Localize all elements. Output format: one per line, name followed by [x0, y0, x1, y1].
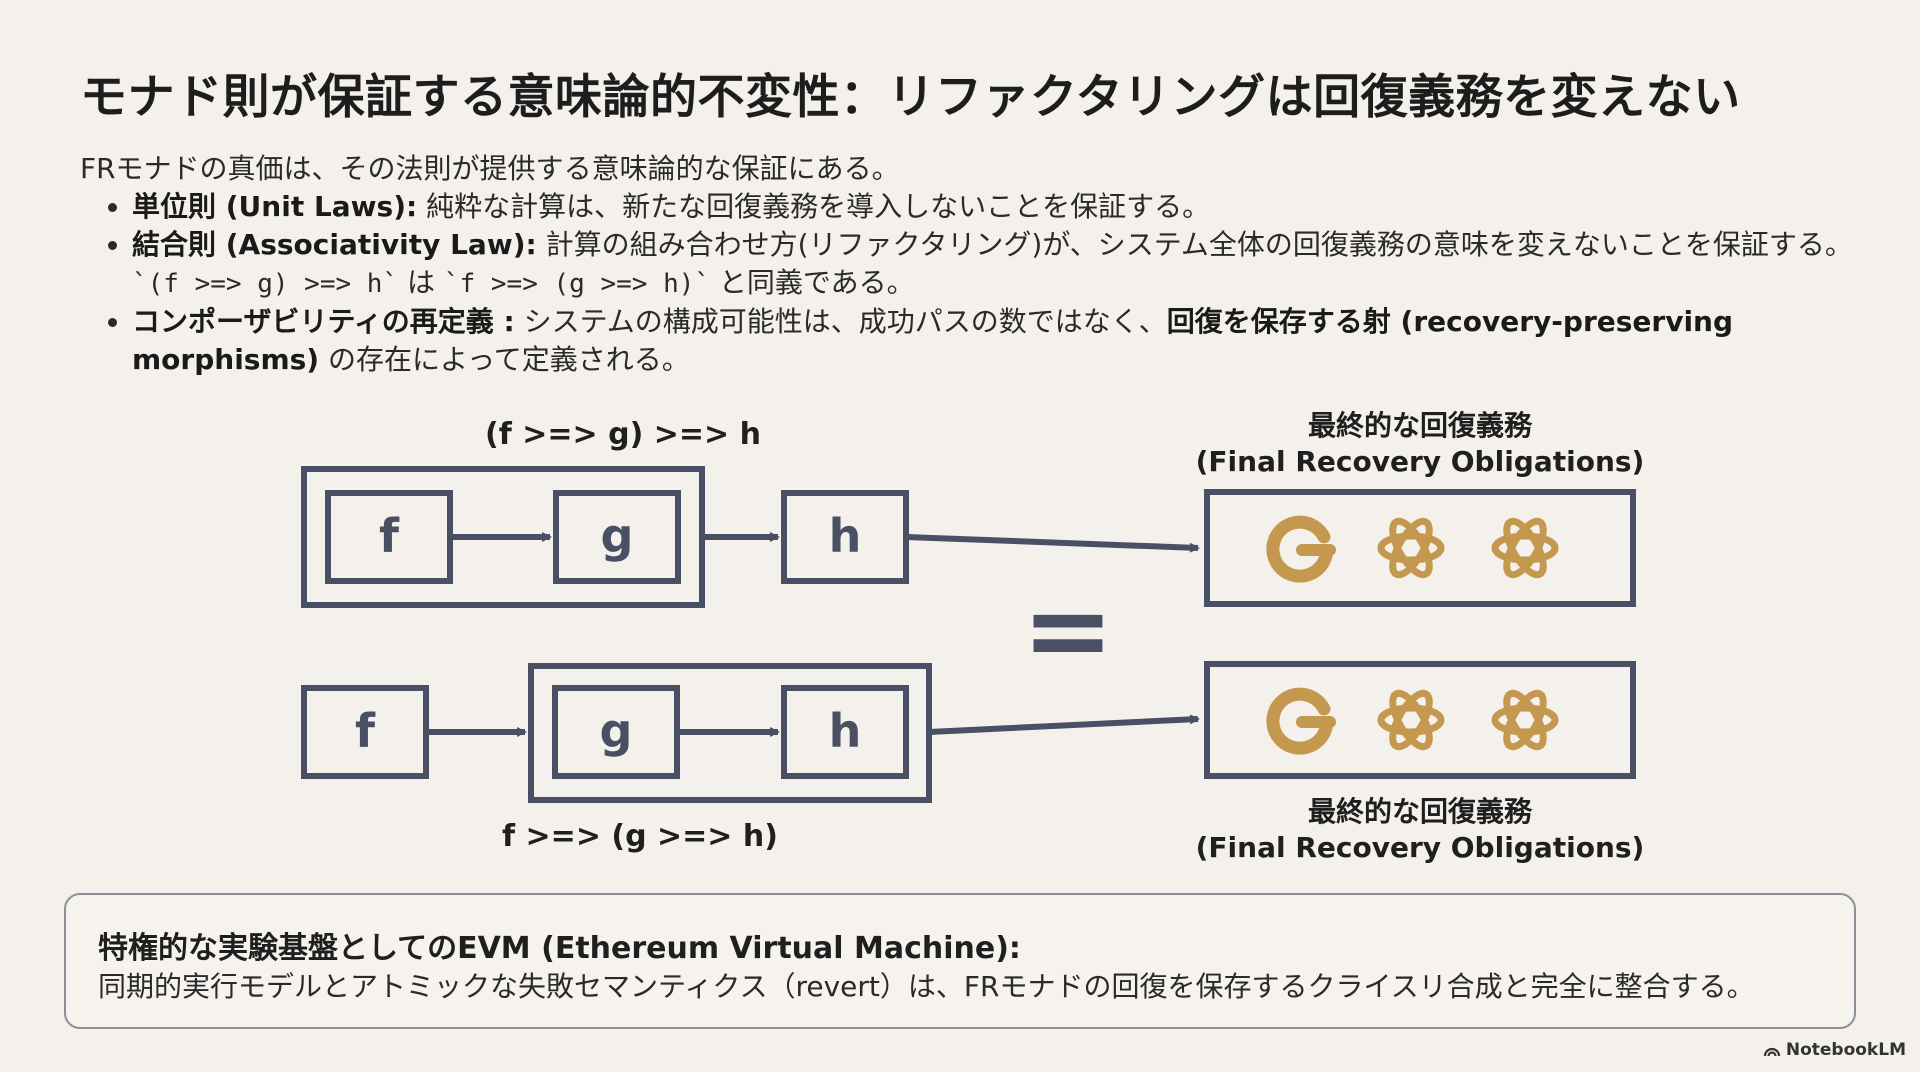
- evm-callout-box: 特権的な実験基盤としてのEVM (Ethereum Virtual Machin…: [64, 893, 1856, 1029]
- top-node-h-label: h: [829, 509, 862, 563]
- text-associativity-mid: は: [398, 266, 444, 299]
- bottom-result-box: [1204, 661, 1636, 779]
- intro-lead: FRモナドの真価は、その法則が提供する意味論的な保証にある。: [80, 152, 900, 185]
- text-unit-laws: 純粋な計算は、新たな回復義務を導入しないことを保証する。: [417, 190, 1211, 223]
- top-node-g-label: g: [601, 509, 634, 563]
- openai-knot-icon: [1377, 517, 1445, 579]
- top-result-label-en: (Final Recovery Obligations): [1196, 445, 1645, 478]
- term-composability: コンポーザビリティの再定義 :: [132, 305, 515, 338]
- bottom-node-h-label: h: [829, 704, 862, 758]
- intro-section: FRモナドの真価は、その法則が提供する意味論的な保証にある。 単位則 (Unit…: [80, 150, 1860, 379]
- notebooklm-logo-icon: [1763, 1047, 1780, 1057]
- bottom-composition-label: f >=> (g >=> h): [502, 819, 778, 854]
- evm-callout-text: 同期的実行モデルとアトミックな失敗セマンティクス（revert）は、FRモナドの…: [98, 970, 1755, 1003]
- bottom-node-g-label: g: [600, 704, 633, 758]
- bottom-result-label-en: (Final Recovery Obligations): [1196, 831, 1645, 864]
- arrow-top-to-result: [905, 534, 1200, 553]
- top-node-g: g: [553, 490, 681, 584]
- page-title: モナド則が保証する意味論的不変性：リファクタリングは回復義務を変えない: [80, 70, 1741, 125]
- text-composability-tail: の存在によって定義される。: [319, 343, 690, 376]
- openai-knot-icon: [1377, 689, 1445, 751]
- equals-sign: =: [1022, 566, 1114, 694]
- term-unit-laws: 単位則 (Unit Laws):: [132, 190, 418, 223]
- list-item-associativity: 結合則 (Associativity Law): 計算の組み合わせ方(リファクタ…: [132, 226, 1860, 303]
- term-associativity: 結合則 (Associativity Law):: [132, 228, 537, 261]
- code-right-assoc: `f >=> (g >=> h)`: [443, 269, 711, 299]
- brand-watermark: NotebookLM: [1763, 1040, 1906, 1060]
- bottom-result-label-jp: 最終的な回復義務: [1308, 795, 1533, 828]
- code-left-assoc: `(f >=> g) >=> h`: [132, 269, 399, 299]
- google-g-icon: [1266, 687, 1336, 755]
- list-item-unit-laws: 単位則 (Unit Laws): 純粋な計算は、新たな回復義務を導入しないことを…: [132, 188, 1860, 226]
- top-node-f-label: f: [379, 509, 400, 563]
- text-associativity-tail: と同義である。: [710, 266, 915, 299]
- top-node-f: f: [325, 490, 453, 584]
- evm-callout-title: 特権的な実験基盤としてのEVM (Ethereum Virtual Machin…: [98, 931, 1021, 966]
- top-result-label-jp: 最終的な回復義務: [1308, 409, 1533, 442]
- openai-knot-icon: [1491, 689, 1559, 751]
- bottom-node-f-label: f: [355, 704, 376, 758]
- brand-name: NotebookLM: [1785, 1040, 1906, 1060]
- top-node-h: h: [781, 490, 909, 584]
- law-list: 単位則 (Unit Laws): 純粋な計算は、新たな回復義務を導入しないことを…: [80, 188, 1860, 379]
- bottom-group-gh-box: [528, 663, 932, 803]
- top-composition-label: (f >=> g) >=> h: [485, 417, 761, 452]
- google-g-icon: [1266, 515, 1336, 583]
- text-associativity: 計算の組み合わせ方(リファクタリング)が、システム全体の回復義務の意味を変えない…: [536, 228, 1853, 261]
- bottom-node-f: f: [301, 685, 429, 779]
- arrow-bottom-to-result: [928, 714, 1200, 735]
- bottom-node-h: h: [781, 685, 909, 779]
- top-result-box: [1204, 489, 1636, 607]
- text-composability: システムの構成可能性は、成功パスの数ではなく、: [514, 305, 1167, 338]
- term-recovery-morphisms: 回復を保存する射 (recovery-preserving morphisms): [132, 305, 1734, 376]
- bottom-node-g: g: [552, 685, 680, 779]
- list-item-composability: コンポーザビリティの再定義 : システムの構成可能性は、成功パスの数ではなく、回…: [132, 303, 1860, 379]
- openai-knot-icon: [1491, 517, 1559, 579]
